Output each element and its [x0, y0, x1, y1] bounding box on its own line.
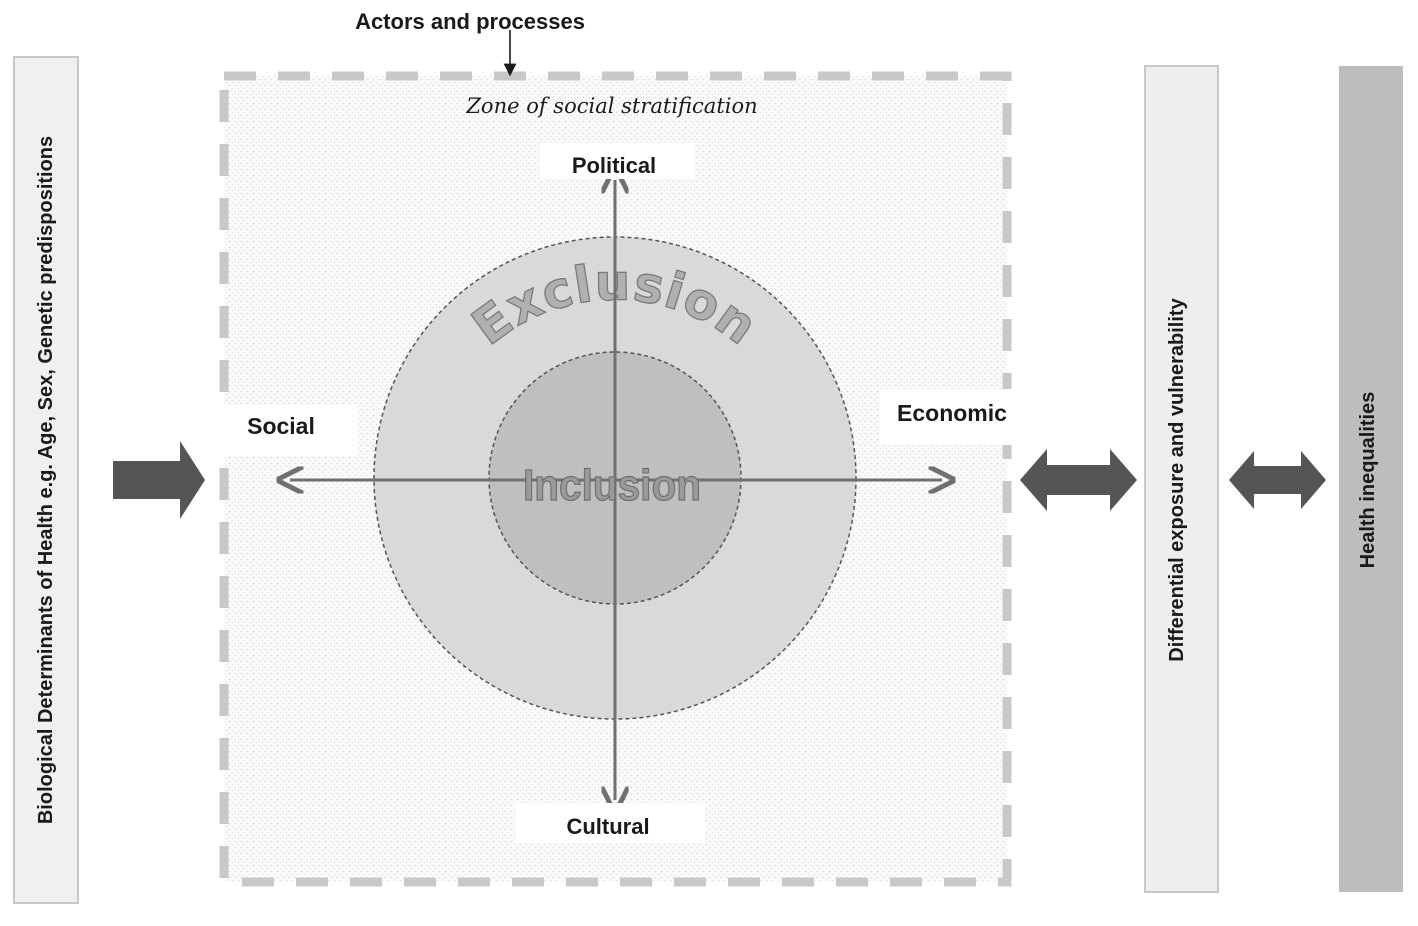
economic-label-bg [880, 389, 1020, 445]
cultural-label-bg [515, 803, 705, 843]
social-label-bg [213, 404, 358, 456]
middle-bar: Differential exposure and vulnerability [1144, 65, 1219, 893]
double-arrow-zone-exposure [1020, 449, 1137, 511]
zone-label: Zone of social stratification [465, 94, 757, 118]
actors-label: Actors and processes [355, 9, 585, 34]
political-label: Political [572, 153, 656, 178]
cultural-label: Cultural [566, 814, 649, 839]
inclusion-label: Inclusion [523, 461, 701, 510]
left-bar: Biological Determinants of Health e.g. A… [13, 56, 79, 904]
input-arrow [113, 441, 205, 519]
right-bar-label: Health inequalities [1357, 392, 1379, 569]
political-label-bg [540, 143, 695, 179]
double-arrow-exposure-inequalities [1229, 451, 1326, 509]
middle-bar-label: Differential exposure and vulnerability [1166, 297, 1188, 661]
economic-label: Economic [897, 400, 1007, 426]
right-bar: Health inequalities [1339, 66, 1403, 892]
social-label: Social [247, 413, 315, 439]
left-bar-label: Biological Determinants of Health e.g. A… [35, 136, 57, 824]
